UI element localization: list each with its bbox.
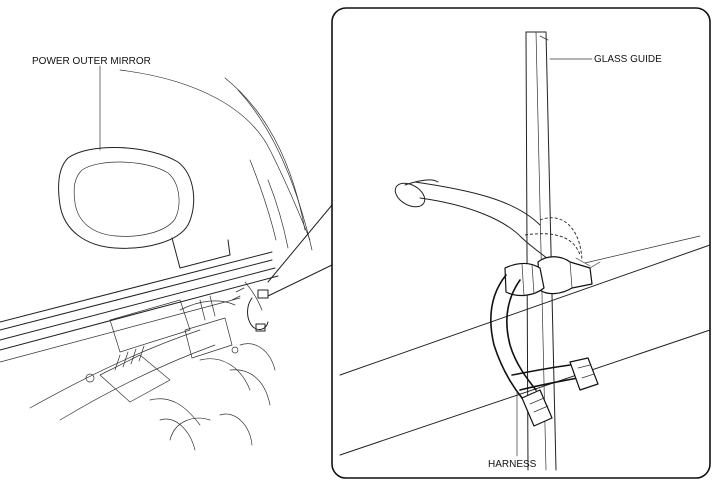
zoom-callout-line-top [267, 204, 333, 283]
door-overview [0, 69, 313, 451]
glass-guide-label: GLASS GUIDE [594, 54, 662, 65]
detail-panel-frame [331, 7, 711, 479]
harness-label: HARNESS [488, 459, 537, 470]
power-outer-mirror-label: POWER OUTER MIRROR [32, 56, 151, 67]
zoom-callout-line-bottom [267, 264, 333, 297]
detail-view [339, 31, 711, 471]
